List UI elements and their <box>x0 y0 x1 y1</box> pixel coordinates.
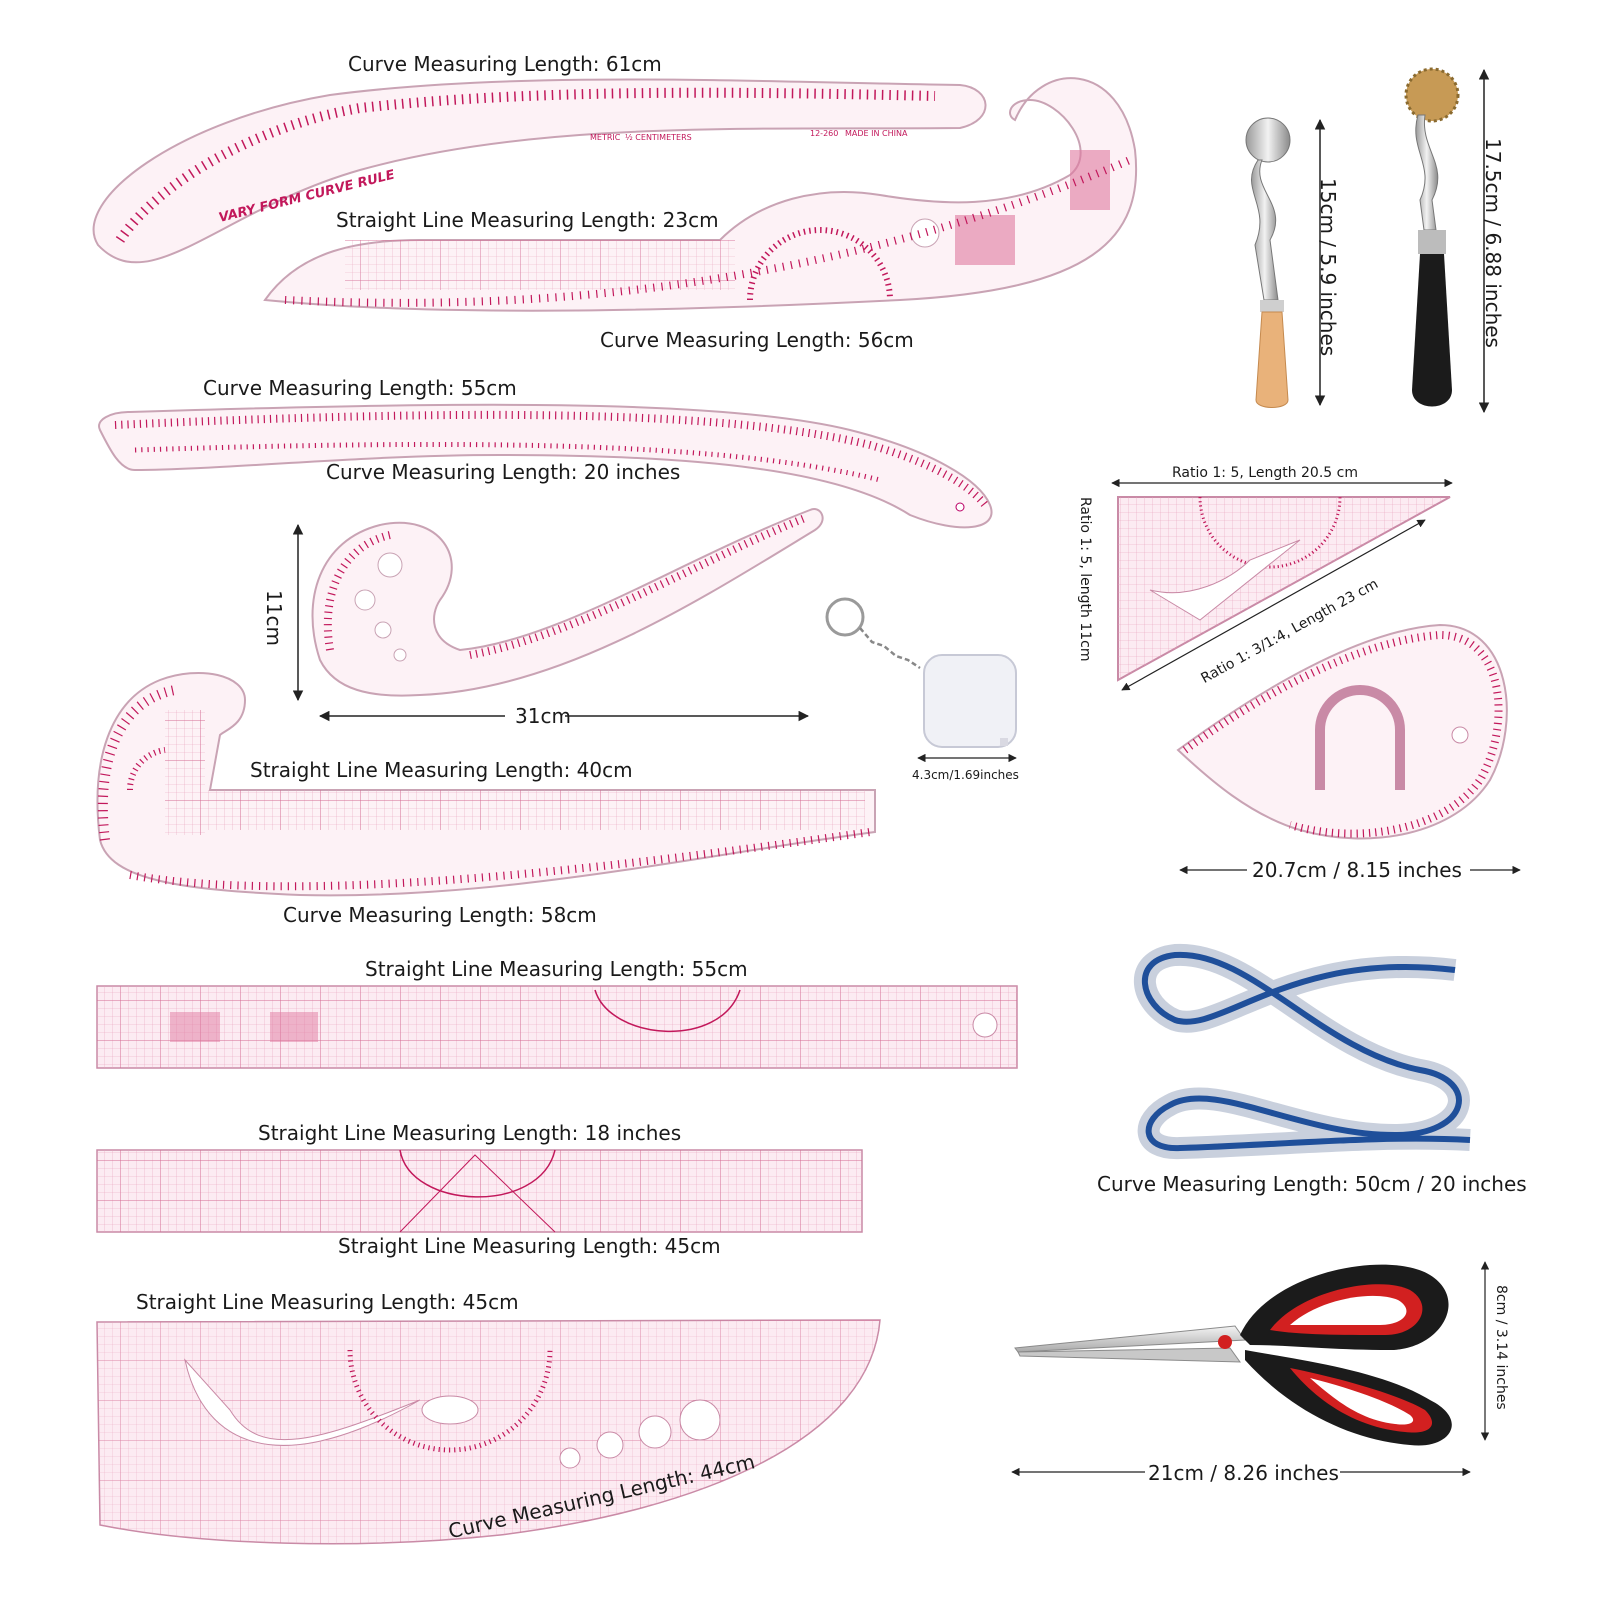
flexible-curve-ruler-icon <box>1134 943 1471 1160</box>
ruler-print-made-in: MADE IN CHINA <box>845 129 908 138</box>
triangle-ruler <box>1111 478 1453 691</box>
tape-measure-keychain-icon <box>825 597 1017 763</box>
straight-ruler-18in-45cm <box>96 1149 863 1233</box>
label-wheel-large: 17.5cm / 6.88 inches <box>1481 138 1505 348</box>
label-curve-20in: Curve Measuring Length: 20 inches <box>326 460 681 484</box>
label-dim-11cm: 11cm <box>262 590 286 646</box>
ruler-print-centimeters: ½ CENTIMETERS <box>625 133 692 142</box>
label-teardrop: 20.7cm / 8.15 inches <box>1252 858 1462 882</box>
scissors-icon <box>1011 1261 1490 1477</box>
label-straight-55cm: Straight Line Measuring Length: 55cm <box>365 957 748 981</box>
label-straight-45cm-b: Straight Line Measuring Length: 45cm <box>136 1290 519 1314</box>
label-curve-58cm: Curve Measuring Length: 58cm <box>283 903 597 927</box>
label-straight-45cm-a: Straight Line Measuring Length: 45cm <box>338 1234 721 1258</box>
label-straight-18in: Straight Line Measuring Length: 18 inche… <box>258 1121 682 1145</box>
label-dim-31cm: 31cm <box>515 704 571 728</box>
label-tape-size: 4.3cm/1.69inches <box>912 768 1019 782</box>
ruler-print-model: 12-260 <box>810 129 838 138</box>
ruler-print-metric: METRIC <box>590 133 621 142</box>
straight-ruler-55cm <box>96 985 1018 1069</box>
label-straight-40cm: Straight Line Measuring Length: 40cm <box>250 758 633 782</box>
label-triangle-side: Ratio 1: 5, length 11cm <box>1077 497 1093 662</box>
label-curve-56cm: Curve Measuring Length: 56cm <box>600 328 914 352</box>
l-hook-ruler <box>96 672 876 897</box>
tracing-wheel-serrated-icon <box>1404 67 1490 414</box>
label-straight-23cm: Straight Line Measuring Length: 23cm <box>336 208 719 232</box>
label-triangle-top: Ratio 1: 5, Length 20.5 cm <box>1172 465 1358 481</box>
hip-curve-hook-ruler <box>263 77 1138 312</box>
teardrop-ruler <box>1176 623 1521 875</box>
label-scissor-width: 21cm / 8.26 inches <box>1148 1461 1339 1485</box>
long-curve-ruler <box>98 403 993 529</box>
tracing-wheel-wood-icon <box>1245 117 1326 408</box>
label-flex-curve: Curve Measuring Length: 50cm / 20 inches <box>1097 1172 1527 1196</box>
label-wheel-small: 15cm / 5.9 inches <box>1316 178 1340 357</box>
label-scissor-height: 8cm / 3.14 inches <box>1493 1285 1509 1410</box>
combo-ruler-45cm-44cm <box>96 1319 881 1545</box>
label-curve-55cm: Curve Measuring Length: 55cm <box>203 376 517 400</box>
label-curve-61cm: Curve Measuring Length: 61cm <box>348 52 662 76</box>
french-curve-ruler <box>292 508 824 722</box>
